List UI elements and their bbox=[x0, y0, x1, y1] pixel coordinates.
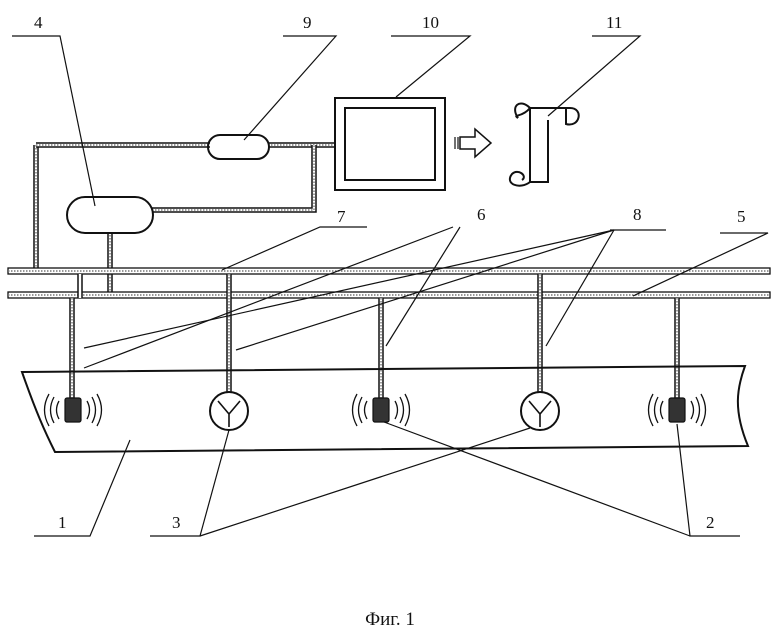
label-10: 10 bbox=[422, 13, 439, 32]
rail-7 bbox=[8, 268, 770, 274]
unit-9 bbox=[208, 135, 269, 159]
rail-5 bbox=[8, 292, 770, 298]
figure-caption: Фиг. 1 bbox=[365, 609, 415, 630]
label-5: 5 bbox=[737, 207, 746, 226]
monitor-10 bbox=[335, 98, 445, 190]
scroll-document-11-icon bbox=[510, 103, 579, 185]
label-11: 11 bbox=[606, 13, 622, 32]
label-8: 8 bbox=[633, 205, 642, 224]
label-1: 1 bbox=[58, 513, 67, 532]
element-3-right bbox=[521, 392, 559, 430]
leader-lines bbox=[12, 36, 768, 536]
element-3-left bbox=[210, 392, 248, 430]
label-2: 2 bbox=[706, 513, 715, 532]
sensor-2-left bbox=[45, 394, 102, 426]
sensor-2-middle bbox=[353, 394, 410, 426]
label-4: 4 bbox=[34, 13, 43, 32]
label-7: 7 bbox=[337, 207, 346, 226]
label-3: 3 bbox=[172, 513, 181, 532]
output-arrow-icon bbox=[455, 129, 491, 157]
sensor-2-right bbox=[649, 394, 706, 426]
unit-4 bbox=[67, 197, 153, 233]
label-9: 9 bbox=[303, 13, 312, 32]
label-6: 6 bbox=[477, 205, 486, 224]
